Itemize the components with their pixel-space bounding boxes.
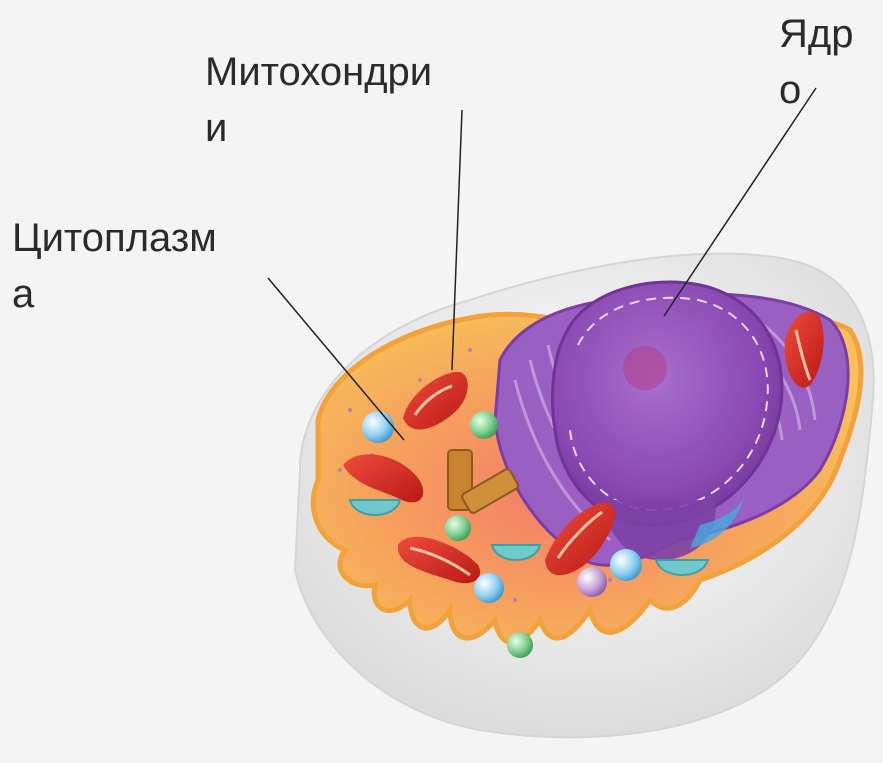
vesicle-blue-1 (362, 411, 394, 443)
vesicle-green-1 (470, 411, 498, 439)
vesicle-green-2 (445, 515, 471, 541)
vesicle-blue-3 (610, 549, 642, 581)
label-mitochondria: Митохондри и (205, 44, 505, 156)
vesicle-blue-2 (474, 573, 504, 603)
lysosome (577, 567, 607, 597)
label-nucleus: Ядр о (779, 6, 879, 118)
vesicle-green-3 (507, 632, 533, 658)
nucleolus (623, 346, 667, 390)
label-cytoplasm: Цитоплазм а (12, 210, 292, 322)
